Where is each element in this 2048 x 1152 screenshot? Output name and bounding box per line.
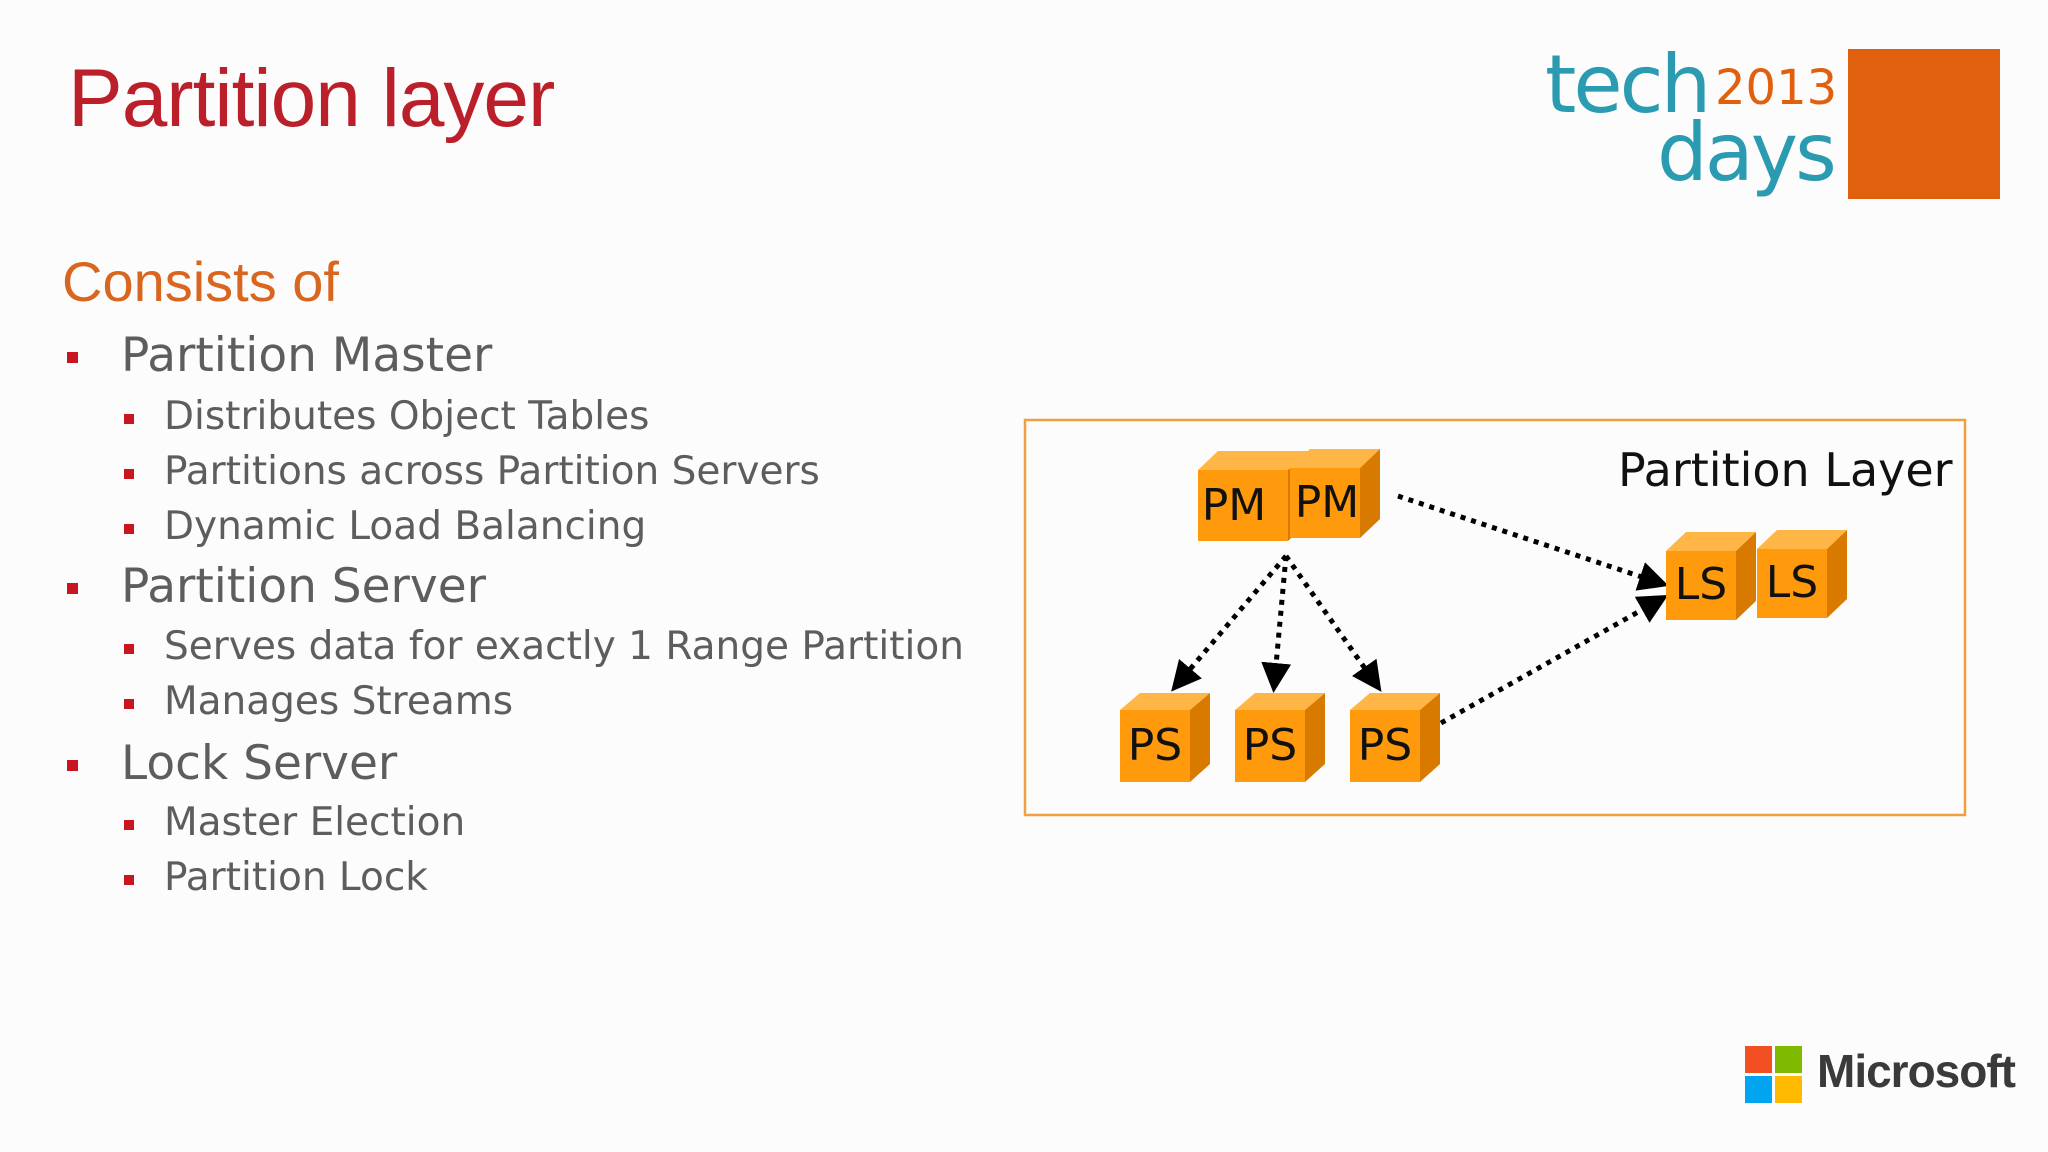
bullet-marker (124, 644, 134, 654)
arrow-pm-to-ps-2 (1261, 555, 1292, 693)
bullet-marker (124, 875, 134, 885)
techdays-logo: tech 2013 days (1545, 44, 2005, 204)
connector-arrows (1171, 493, 1669, 726)
bullet-marker (67, 352, 78, 363)
ls-node-1: LS (1666, 532, 1756, 620)
sub-bullet: Partitions across Partition Servers (124, 449, 820, 494)
bullet-text: Lock Server (121, 736, 398, 791)
ps-node-3: PS (1350, 693, 1440, 782)
bullet-text: Partition Server (121, 559, 486, 614)
arrow-ps-to-ls (1439, 595, 1669, 726)
sub-bullet-text: Distributes Object Tables (164, 394, 650, 439)
logo-year: 2013 (1715, 60, 1837, 116)
ps-label: PS (1128, 720, 1182, 771)
microsoft-wordmark: Microsoft (1817, 1045, 2016, 1097)
bullet-marker (124, 699, 134, 709)
bullet-marker (67, 583, 78, 594)
bullet-partition-server: Partition Server (67, 563, 486, 610)
bullet-marker (124, 820, 134, 830)
sub-bullet-text: Dynamic Load Balancing (164, 504, 647, 549)
sub-bullet-text: Master Election (164, 800, 466, 845)
sub-bullet: Serves data for exactly 1 Range Partitio… (124, 624, 964, 669)
sub-bullet-text: Partition Lock (164, 855, 428, 900)
ls-node-2: LS (1757, 530, 1847, 618)
sub-bullet: Manages Streams (124, 679, 514, 724)
bullet-partition-master: Partition Master (67, 332, 492, 379)
arrow-pm-to-ps-3 (1283, 554, 1382, 692)
logo-orange-square (1848, 49, 2000, 199)
bullet-lock-server: Lock Server (67, 740, 397, 787)
microsoft-windows-icon (1745, 1046, 1802, 1103)
ps-node-1: PS (1120, 693, 1210, 782)
diagram-frame (1023, 418, 1967, 817)
sub-bullet-text: Partitions across Partition Servers (164, 449, 820, 494)
logo-word-tech: tech (1545, 44, 1708, 131)
microsoft-logo: Microsoft (1745, 1046, 2016, 1106)
ls-label: LS (1675, 559, 1727, 610)
bullet-marker (124, 469, 134, 479)
ps-label: PS (1243, 720, 1297, 771)
ps-label: PS (1358, 720, 1412, 771)
sub-bullet-text: Manages Streams (164, 679, 514, 724)
bullet-marker (124, 524, 134, 534)
pm-node-2: PM (1290, 449, 1380, 538)
arrow-pm-to-ps-1 (1171, 554, 1288, 692)
sub-bullet-text: Serves data for exactly 1 Range Partitio… (164, 624, 964, 669)
bullet-marker (124, 414, 134, 424)
pm-label: PM (1202, 480, 1267, 531)
pm-label: PM (1295, 477, 1360, 528)
sub-bullet: Distributes Object Tables (124, 394, 650, 439)
logo-word-days: days (1657, 106, 1834, 199)
frame-label: Partition Layer (1618, 443, 1953, 497)
sub-bullet: Partition Lock (124, 855, 428, 900)
techdays-logo-graphic: tech 2013 days (1545, 44, 2000, 199)
arrow-pm-to-ls (1397, 493, 1669, 591)
section-heading: Consists of (62, 250, 339, 313)
sub-bullet: Master Election (124, 800, 466, 845)
ls-label: LS (1766, 557, 1818, 608)
ps-node-2: PS (1235, 693, 1325, 782)
bullet-marker (67, 760, 78, 771)
pm-node-1: PM (1198, 451, 1308, 541)
sub-bullet: Dynamic Load Balancing (124, 504, 647, 549)
bullet-text: Partition Master (121, 328, 493, 383)
slide-title: Partition layer (68, 53, 555, 144)
